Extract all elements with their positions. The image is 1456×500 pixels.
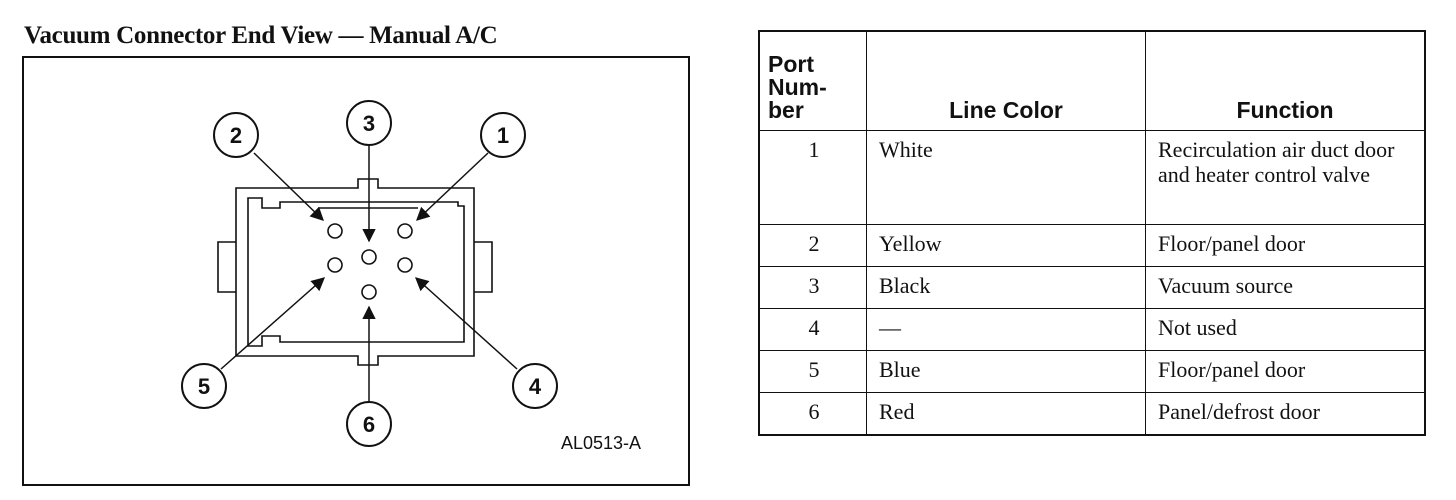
connector-body <box>217 178 493 366</box>
line-color-cell: White <box>866 130 1146 225</box>
port-2-hole <box>327 223 343 239</box>
function-cell: Vacuum source <box>1145 266 1426 309</box>
callout-6-label: 6 <box>363 412 375 437</box>
header-port-number: Port Num- ber <box>758 30 867 131</box>
port-3-hole <box>361 249 377 265</box>
port-number-cell: 6 <box>758 392 867 436</box>
callout-6-circle <box>346 401 392 447</box>
port-5-hole <box>327 257 343 273</box>
port-4-hole <box>397 257 413 273</box>
line-color-cell: Blue <box>866 350 1146 393</box>
table-row: 5 Blue Floor/panel door <box>758 350 1426 393</box>
callout-3-label: 3 <box>363 111 375 136</box>
line-color-cell: — <box>866 308 1146 351</box>
callout-2-circle <box>213 112 259 158</box>
arrow-4 <box>414 277 518 370</box>
arrow-2 <box>253 152 324 221</box>
function-cell: Panel/defrost door <box>1145 392 1426 436</box>
connector-diagram: 2 3 1 5 6 4 AL0513-A <box>22 56 690 486</box>
figure-code: AL0513-A <box>561 433 641 453</box>
callout-1-circle <box>480 112 526 158</box>
callout-4-label: 4 <box>529 374 542 399</box>
callout-3-circle <box>346 100 392 146</box>
callout-5-circle <box>181 363 227 409</box>
table-row: 1 White Recirculation air duct door and … <box>758 130 1426 225</box>
line-color-cell: Black <box>866 266 1146 309</box>
function-cell: Floor/panel door <box>1145 350 1426 393</box>
table-row: 3 Black Vacuum source <box>758 266 1426 309</box>
callout-2-label: 2 <box>230 123 242 148</box>
port-6-hole <box>361 284 377 300</box>
line-color-cell: Yellow <box>866 224 1146 267</box>
table-row: 4 — Not used <box>758 308 1426 351</box>
table-header-row: Port Num- ber Line Color Function <box>758 30 1426 131</box>
connector-drawing: 2 3 1 5 6 4 AL0513-A <box>22 56 690 486</box>
function-cell: Recirculation air duct door and heater c… <box>1145 130 1426 225</box>
figure-frame <box>22 56 690 486</box>
port-holes <box>327 223 413 300</box>
port-number-cell: 2 <box>758 224 867 267</box>
header-line-color: Line Color <box>866 30 1146 131</box>
line-color-cell: Red <box>866 392 1146 436</box>
header-function: Function <box>1145 30 1426 131</box>
function-cell: Not used <box>1145 308 1426 351</box>
callout-circles <box>181 100 558 447</box>
port-1-hole <box>397 223 413 239</box>
figure-title: Vacuum Connector End View — Manual A/C <box>24 22 498 49</box>
leader-arrows <box>220 146 518 403</box>
callout-5-label: 5 <box>198 374 210 399</box>
arrow-1 <box>416 152 489 221</box>
table-row: 6 Red Panel/defrost door <box>758 392 1426 436</box>
port-table: Port Num- ber Line Color Function 1 Whit… <box>758 30 1426 436</box>
callout-4-circle <box>512 363 558 409</box>
port-number-cell: 3 <box>758 266 867 309</box>
port-number-cell: 5 <box>758 350 867 393</box>
port-number-cell: 1 <box>758 130 867 225</box>
function-cell: Floor/panel door <box>1145 224 1426 267</box>
table-row: 2 Yellow Floor/panel door <box>758 224 1426 267</box>
callout-1-label: 1 <box>497 123 509 148</box>
port-number-cell: 4 <box>758 308 867 351</box>
arrow-5 <box>220 277 326 370</box>
